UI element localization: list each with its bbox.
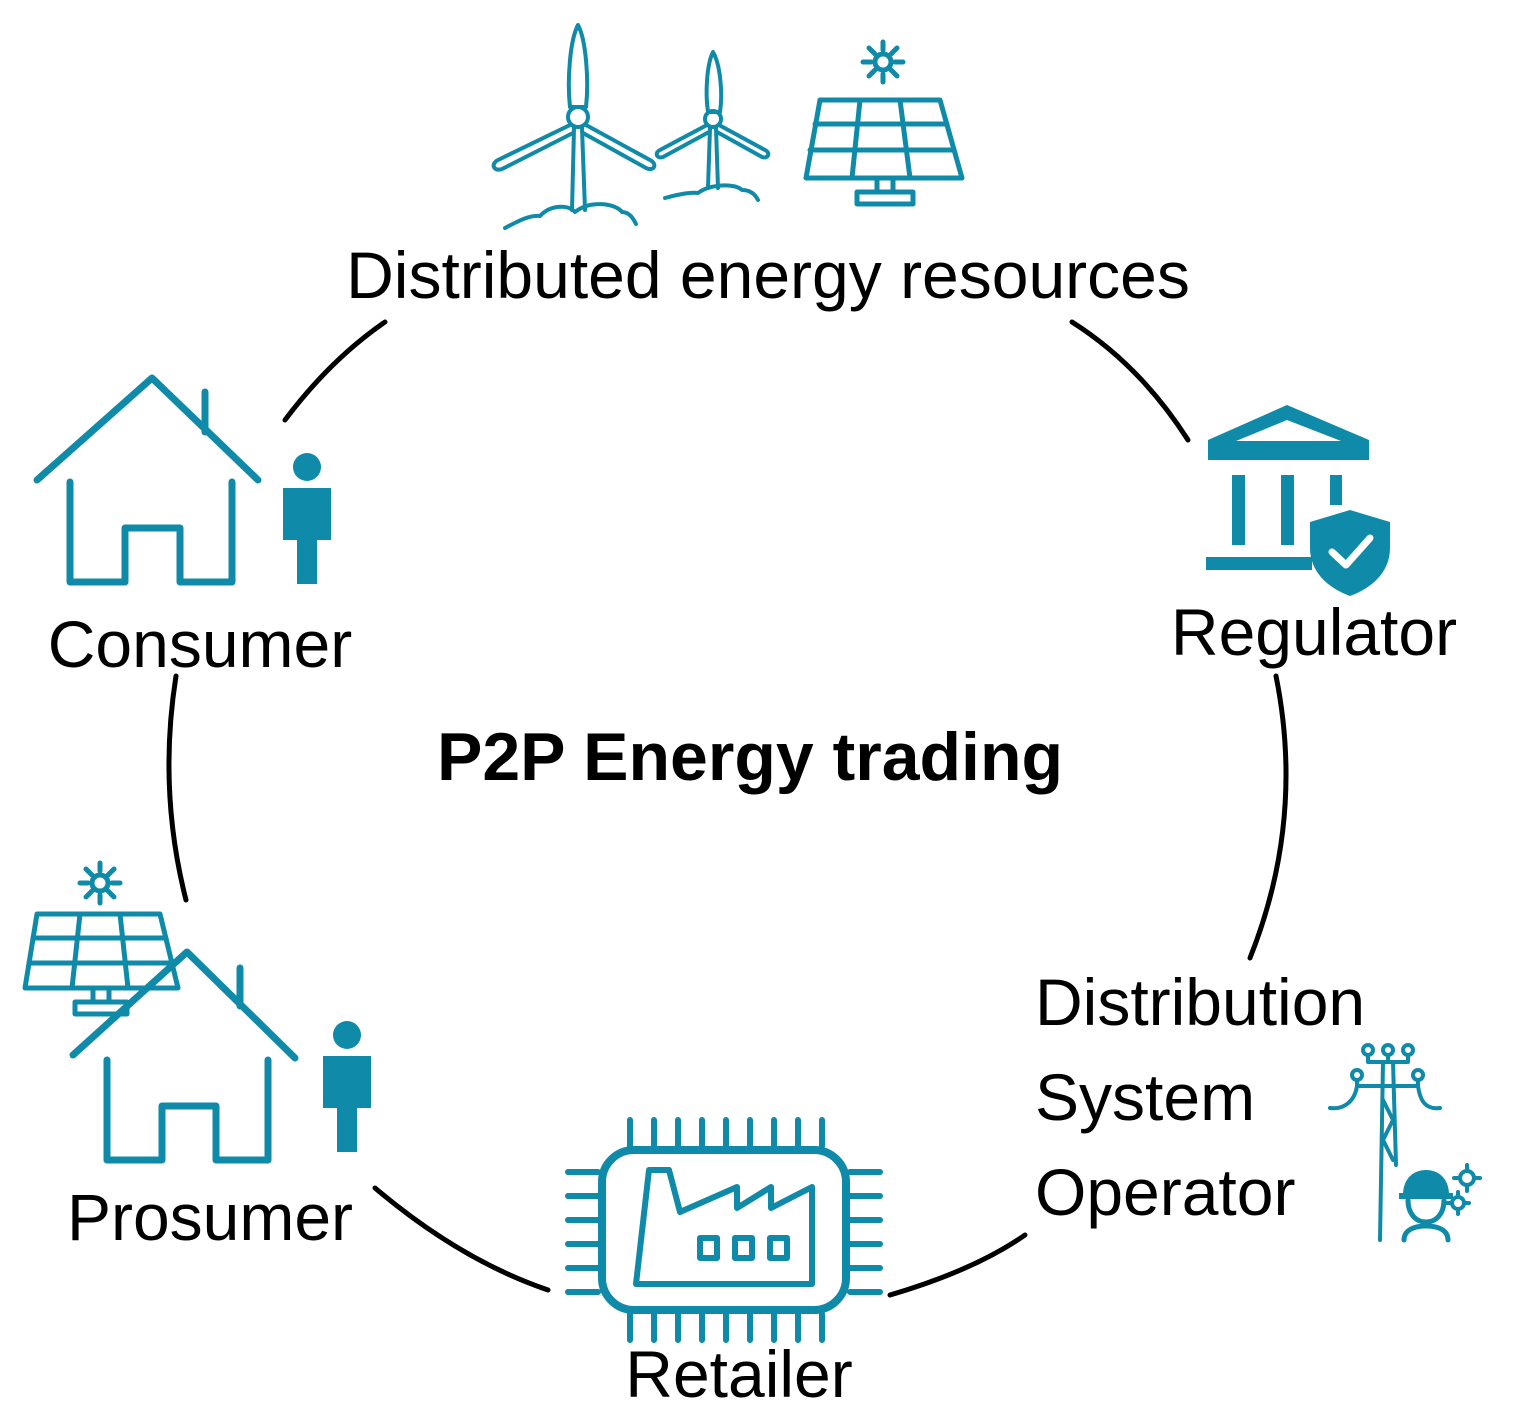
wind-turbine-icon (491, 23, 657, 230)
wind-turbine-icon (654, 50, 771, 202)
diagram-title: P2P Energy trading (437, 719, 1063, 795)
node-consumer: Consumer (33, 374, 352, 681)
prosumer-label: Prosumer (67, 1180, 353, 1254)
government-building-icon (1206, 405, 1369, 570)
der-label: Distributed energy resources (346, 238, 1190, 312)
solar-panel-icon (22, 860, 181, 1017)
arc-consumer-der (282, 319, 388, 423)
person-icon (283, 453, 331, 584)
dso-label-line-1: Distribution (1035, 965, 1365, 1039)
node-retailer: Retailer (565, 1117, 883, 1411)
retailer-label: Retailer (625, 1337, 852, 1411)
arc-dso-retailer (887, 1232, 1028, 1298)
power-pole-icon (1328, 1043, 1442, 1242)
arc-prosumer-consumer (166, 673, 189, 903)
regulator-label: Regulator (1171, 595, 1457, 669)
consumer-label: Consumer (48, 607, 352, 681)
node-regulator: Regulator (1171, 405, 1457, 669)
arc-regulator-dso (1247, 673, 1289, 961)
node-distributed-energy-resources: Distributed energy resources (346, 23, 1190, 312)
cycle-connectors (166, 319, 1289, 1298)
house-icon (69, 948, 299, 1164)
node-distribution-system-operator: Distribution System Operator (1035, 965, 1482, 1243)
arc-retailer-prosumer (372, 1185, 551, 1293)
house-icon (33, 374, 262, 586)
node-prosumer: Prosumer (22, 860, 371, 1254)
worker-gears-icon (1399, 1163, 1482, 1243)
dso-label-line-3: Operator (1035, 1155, 1295, 1229)
shield-check-icon (1310, 510, 1390, 596)
solar-panel-icon (803, 39, 965, 207)
dso-label-line-2: System (1035, 1060, 1255, 1134)
chip-factory-icon (565, 1117, 883, 1343)
arc-der-regulator (1069, 319, 1191, 443)
person-icon (323, 1021, 371, 1152)
